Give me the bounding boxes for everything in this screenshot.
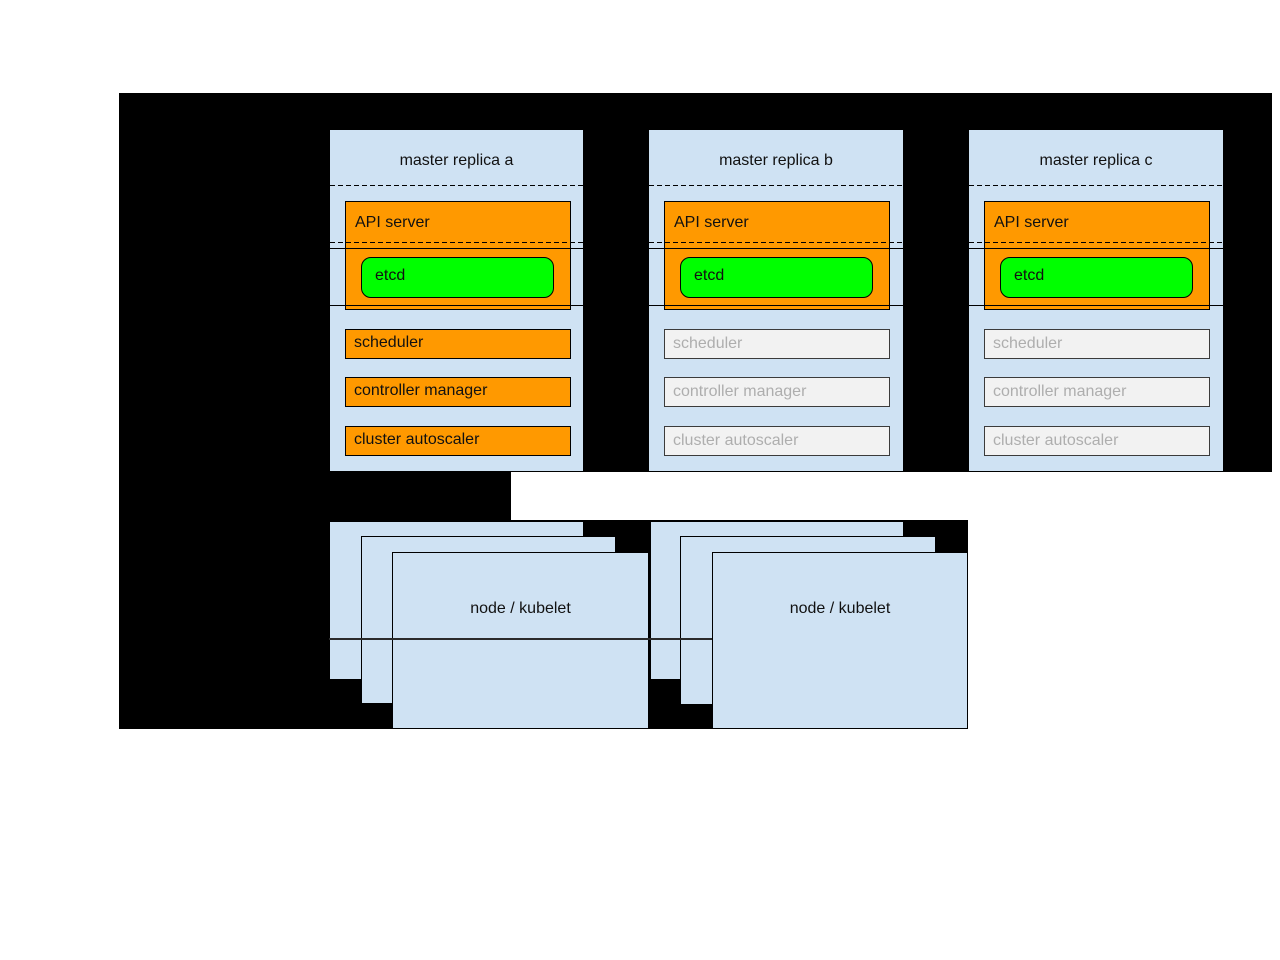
etcd-box: etcd [680, 257, 873, 298]
band-bottom-line [330, 305, 583, 306]
master-replica-b-box: master replica b API server etcd schedul… [648, 129, 904, 472]
band-bottom-line [649, 305, 903, 306]
node-box-front: node / kubelet [712, 552, 968, 729]
master-replica-a-box: master replica a API server etcd schedul… [329, 129, 584, 472]
scheduler-box: scheduler [664, 329, 890, 359]
cluster-autoscaler-box: cluster autoscaler [984, 426, 1210, 456]
node-divider-line [329, 638, 712, 640]
replica-title: master replica b [719, 152, 833, 169]
replica-title: master replica a [399, 152, 514, 169]
header-divider-dashed [649, 185, 903, 186]
cluster-autoscaler-box: cluster autoscaler [345, 426, 571, 456]
replica-title: master replica c [1039, 152, 1153, 169]
node-label: node / kubelet [789, 600, 891, 617]
etcd-box: etcd [361, 257, 554, 298]
band-divider-dashed [649, 242, 903, 243]
controller-manager-box: controller manager [984, 377, 1210, 407]
cluster-autoscaler-box: cluster autoscaler [664, 426, 890, 456]
band-top-line [330, 248, 583, 249]
etcd-box: etcd [1000, 257, 1193, 298]
header-divider-dashed [330, 185, 583, 186]
controller-manager-box: controller manager [664, 377, 890, 407]
scheduler-box: scheduler [984, 329, 1210, 359]
header-divider-dashed [969, 185, 1223, 186]
band-divider-dashed [330, 242, 583, 243]
band-top-line [649, 248, 903, 249]
band-divider-dashed [969, 242, 1223, 243]
scheduler-box: scheduler [345, 329, 571, 359]
band-bottom-line [969, 305, 1223, 306]
node-label: node / kubelet [470, 600, 571, 617]
controller-manager-box: controller manager [345, 377, 571, 407]
master-replica-c-box: master replica c API server etcd schedul… [968, 129, 1224, 472]
band-top-line [969, 248, 1223, 249]
node-box-front: node / kubelet [392, 552, 649, 729]
